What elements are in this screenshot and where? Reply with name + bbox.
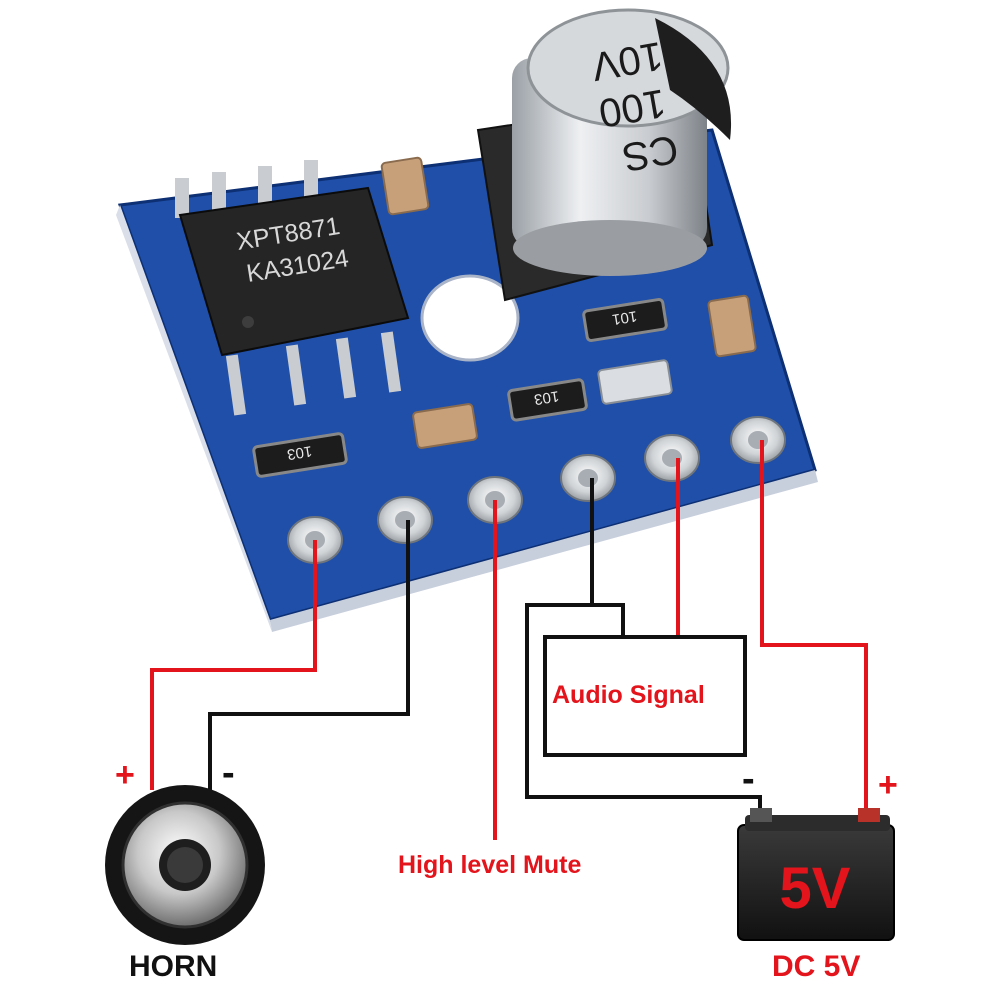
wire-audio-ground-to-box <box>592 603 625 637</box>
electrolytic-capacitor: 10V 100 CS <box>512 8 732 276</box>
mounting-hole <box>420 274 520 362</box>
wires <box>150 440 868 840</box>
audio-signal-label: Audio Signal <box>552 681 705 709</box>
pcb-edge <box>116 205 272 632</box>
amplifier-chip: XPT8871 KA31024 <box>175 160 410 416</box>
battery-minus-sign: - <box>742 758 755 800</box>
wire-power-positive <box>760 440 868 825</box>
capacitor-marking-line3: CS <box>619 126 681 179</box>
wire-audio-ground <box>525 478 762 820</box>
audio-signal-source <box>543 635 747 757</box>
resistor-middle-marking: 103 <box>533 387 560 408</box>
battery-positive-terminal <box>858 808 880 822</box>
horn-minus-sign: - <box>222 752 235 794</box>
wire-horn-negative <box>208 520 410 790</box>
battery-plus-sign: + <box>878 766 898 804</box>
horn-label: HORN <box>129 950 218 983</box>
resistor-left-marking: 103 <box>286 442 313 463</box>
dc-5v-label: DC 5V <box>772 950 861 983</box>
amplifier-module: XPT8871 KA31024 10V 100 CS 103 103 101 <box>116 8 818 632</box>
battery: 5V <box>737 808 895 941</box>
high-level-mute-label: High level Mute <box>398 851 582 879</box>
wire-horn-positive <box>150 540 317 790</box>
resistor-right-marking: 101 <box>611 307 638 328</box>
battery-negative-terminal <box>750 808 772 822</box>
smd-components: 103 103 101 <box>252 156 757 478</box>
battery-voltage-label: 5V <box>780 856 851 921</box>
horn-plus-sign: + <box>115 756 135 794</box>
horn-speaker <box>105 785 265 945</box>
